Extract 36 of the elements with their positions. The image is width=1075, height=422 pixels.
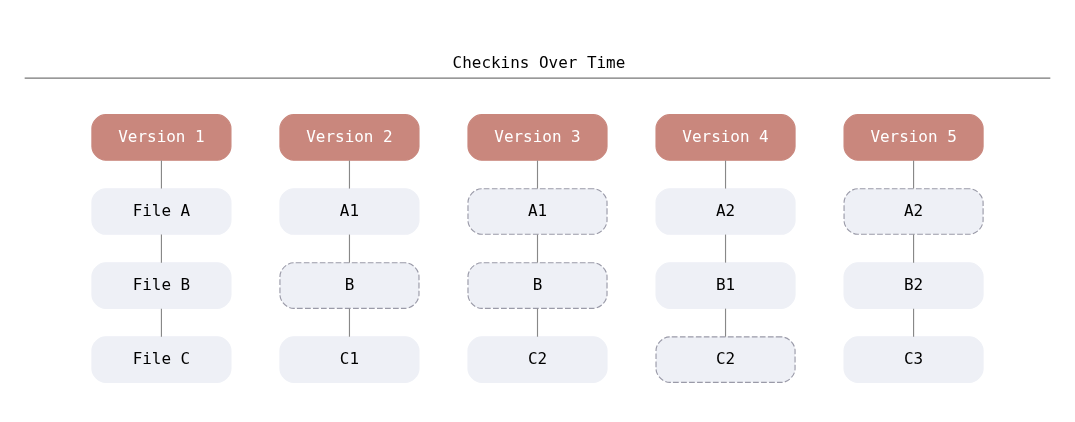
node-box: B1 [655, 261, 796, 309]
node-box: C1 [279, 335, 420, 383]
node-box: A2 [655, 187, 796, 235]
label: Checkins Over Time [452, 52, 626, 72]
node-box: Version 1 [91, 113, 232, 161]
connector [724, 159, 727, 189]
node-box: A1 [467, 187, 608, 235]
node-box: Version 2 [279, 113, 420, 161]
node-box: B2 [843, 261, 984, 309]
connector [348, 159, 351, 189]
node-box: Version 3 [467, 113, 608, 161]
node-box: File B [91, 261, 232, 309]
node-box: File C [91, 335, 232, 383]
node-box: C2 [655, 335, 796, 383]
connector [913, 307, 915, 337]
node-box: Version 4 [655, 113, 796, 161]
connector [536, 159, 539, 189]
node-box: C2 [467, 335, 608, 383]
connector [160, 233, 162, 263]
connector [724, 233, 727, 263]
connector [160, 159, 162, 189]
node-box: C3 [843, 335, 984, 383]
connector [536, 233, 539, 263]
connector [348, 307, 351, 337]
node-box: A1 [279, 187, 420, 235]
node-box: B [279, 261, 420, 309]
node-box: B [467, 261, 608, 309]
connector [913, 233, 915, 263]
connector [913, 159, 915, 189]
node-box: Version 5 [843, 113, 984, 161]
connector [348, 233, 351, 263]
connector [160, 307, 162, 337]
node-box: A2 [843, 187, 984, 235]
connector [536, 307, 539, 337]
connector [724, 307, 727, 337]
node-box: File A [91, 187, 232, 235]
